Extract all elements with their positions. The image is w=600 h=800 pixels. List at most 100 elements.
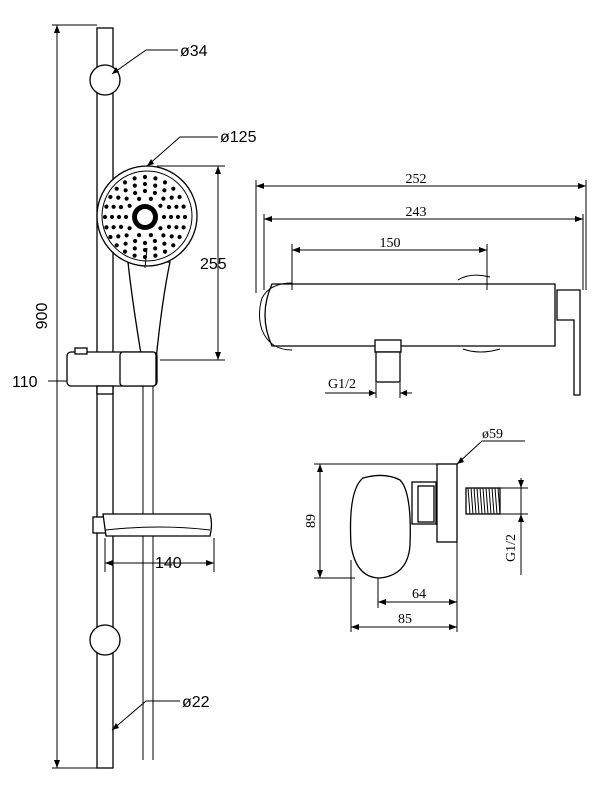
nozzle-dot [168,214,174,220]
nozzle-dot [133,190,138,196]
shower-hose [142,360,154,760]
shower-rail-assembly: 900 ø34 ø125 255 110 [12,24,257,769]
nozzle-dot [108,234,113,240]
nozzle-dot [142,247,148,253]
nozzle-dot [102,214,108,220]
dim-side-thread-label: G1/2 [504,534,519,562]
nozzle-dot [142,240,148,246]
nozzle-dot [153,176,158,181]
dim-slider-depth: 110 [12,374,67,391]
nozzle-dot [124,196,129,201]
nozzle-dot [148,233,153,238]
nozzle-dot [111,204,116,209]
thread-line [479,487,483,515]
thread-line [497,487,501,515]
nozzle-dot [177,194,182,200]
thread-line [470,487,474,515]
dim-rail-diameter: ø22 [111,694,210,731]
dim-depth-total-label: 85 [398,612,412,627]
thread-line [467,487,471,515]
nozzle-dot [132,176,137,181]
nozzle-dot [181,204,186,209]
rail-slider [66,347,158,395]
thread-line [491,487,495,515]
nozzle-dot [161,196,166,201]
nozzle-dot [152,238,157,244]
mixer-outlet [374,339,402,353]
nozzle-dot [162,188,167,193]
handshower [96,165,198,361]
nozzle-dot [142,174,148,180]
nozzle-dot [123,188,128,193]
dim-slider-depth-label: 110 [12,374,38,391]
rail-tube [96,27,114,769]
nozzle-dot [132,183,137,188]
nozzle-dot [142,181,148,187]
rail-bracket-top [89,64,121,96]
nozzle-dot [171,243,176,248]
nozzle-dot [109,214,115,220]
nozzle-dot [152,190,157,196]
nozzle-dot [123,241,128,246]
nozzle-dot [124,233,129,238]
nozzle-dot [114,186,119,191]
nozzle-dot [116,195,121,200]
nozzle-dot [153,253,158,258]
thread-line [473,487,477,515]
dim-depth-short-label: 64 [412,587,426,602]
nozzle-dot [174,204,179,209]
dim-outlet-thread-label: G1/2 [328,377,356,392]
nozzle-dot [162,180,168,185]
dim-centers: 150 [291,236,488,290]
mixer-side-view: ø59 89 G1/2 64 [304,427,528,632]
dim-handshower-height-label: 255 [200,256,227,273]
dim-flange-diameter: ø59 [456,427,525,465]
nozzle-dot [123,214,129,220]
dim-depth-total: 85 [350,560,457,632]
dim-centers-label: 150 [380,236,401,251]
nozzle-dot [132,246,137,251]
dim-side-thread: G1/2 [500,478,528,575]
nozzle-dot [153,183,158,188]
nozzle-dot [114,243,119,248]
dim-body-width: 243 [263,205,584,290]
nozzle-dot [162,249,168,254]
dim-flange-diameter-label: ø59 [482,427,503,442]
dim-overall-width: 252 [255,172,587,293]
dim-outlet-thread: G1/2 [325,377,412,398]
nozzle-dot [137,196,142,201]
dim-total-height-label: 900 [34,303,51,330]
dim-handshower-height: 255 [157,165,227,361]
handshower-nozzles [102,174,188,260]
mixer-front-view: 252 243 150 G1/2 [255,172,587,398]
nozzle-dot [127,226,132,231]
nozzle-dot [171,186,176,191]
dim-bracket-diameter-label: ø34 [180,43,208,60]
nozzle-dot [161,214,167,220]
dim-depth-short: 64 [377,542,458,632]
nozzle-dot [175,214,181,220]
nozzle-dot [122,249,128,254]
nozzle-dot [111,225,116,230]
nozzle-dot [181,225,186,230]
nozzle-dot [118,224,124,229]
nozzle-dot [153,246,158,251]
nozzle-dot [177,234,182,240]
nozzle-dot [169,195,174,200]
dim-soap-dish-width-label: 140 [155,555,182,572]
dim-total-height: 900 [34,24,97,769]
thread-line [494,487,498,515]
nozzle-dot [104,204,109,209]
nozzle-dot [158,226,163,231]
nozzle-dot [137,233,142,238]
thread-line [488,487,492,515]
nozzle-dot [182,214,188,220]
dim-handshower-diameter-label: ø125 [220,129,257,146]
nozzle-dot [104,225,109,230]
mixer-flange [436,463,458,543]
dim-bracket-diameter: ø34 [111,43,208,75]
nozzle-dot [148,196,153,201]
soap-dish [92,513,213,537]
nozzle-dot [133,238,138,244]
dim-handshower-diameter: ø125 [146,129,257,167]
